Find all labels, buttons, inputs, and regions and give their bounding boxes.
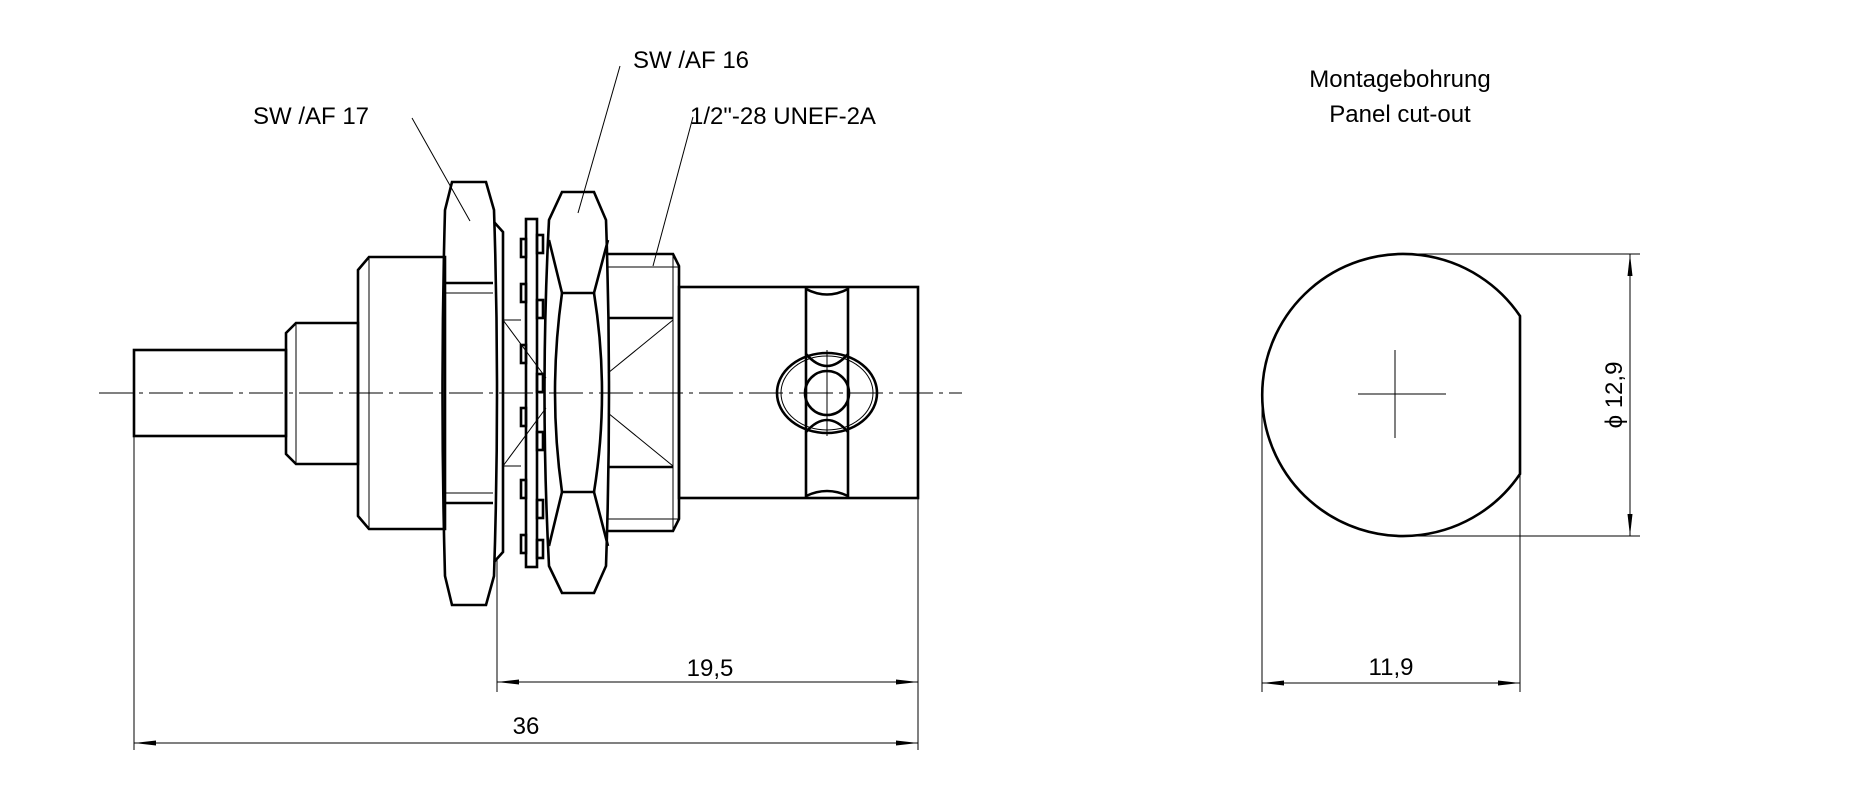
connector-side-view — [99, 180, 962, 607]
dim-width-11-9: 11,9 — [1369, 654, 1414, 681]
hex-nut-af17 — [441, 180, 499, 607]
dim-diameter-12-9: ϕ 12,9 — [1601, 362, 1628, 429]
title-panel-cutout: Panel cut-out — [1329, 101, 1471, 128]
washer-teeth — [519, 233, 545, 560]
label-nut-af16: SW /AF 16 — [633, 47, 749, 74]
lock-washer — [493, 221, 505, 563]
callouts: SW /AF 17 SW /AF 16 1/2"-28 UNEF-2A — [253, 47, 876, 267]
dimension-total-length: 36 — [133, 436, 918, 750]
hex-nut-af16 — [543, 190, 611, 595]
cutout-shape — [1260, 252, 1522, 538]
label-thread: 1/2"-28 UNEF-2A — [690, 103, 876, 130]
bayonet-body — [677, 285, 920, 500]
dimension-front-length: 19,5 — [496, 498, 919, 750]
label-nut-af17: SW /AF 17 — [253, 103, 369, 130]
panel-cutout-view: Montagebohrung Panel cut-out ϕ 12,9 11,9 — [1260, 66, 1640, 692]
title-montagebohrung: Montagebohrung — [1309, 66, 1490, 93]
dim-36: 36 — [513, 713, 540, 740]
dim-19-5: 19,5 — [687, 655, 734, 682]
